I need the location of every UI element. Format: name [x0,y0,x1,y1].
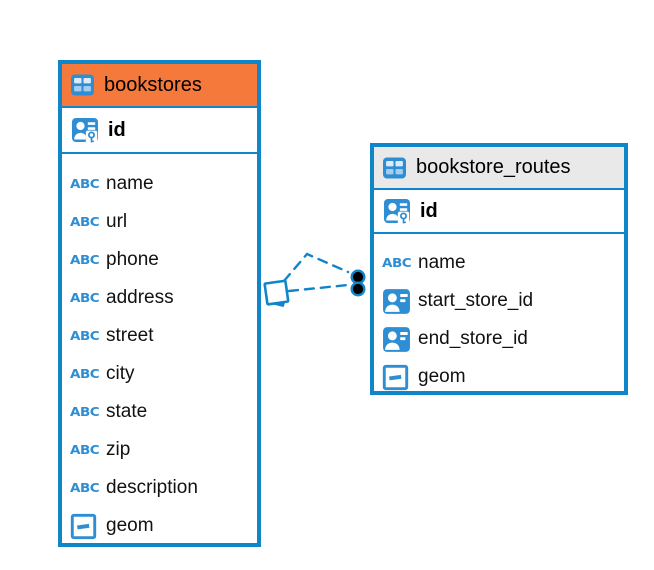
field-name: geom [106,515,154,536]
text-type-icon: ABC [70,366,100,382]
entity-title: bookstores [104,73,202,96]
text-type-icon: ABC [70,290,100,306]
field-name: description [106,477,198,498]
entity-bookstores[interactable]: bookstores id ABC name ABC url ABC phone [58,60,261,547]
text-type-icon: ABC [70,328,100,344]
field-name: name [106,173,154,194]
entity-bookstore-routes-fields: ABC name start_store_id [374,234,624,396]
text-type-icon: ABC [70,404,100,420]
field-name: street [106,325,154,346]
field-row[interactable]: start_store_id [382,282,616,320]
field-row[interactable]: geom [70,507,249,545]
geometry-type-icon [70,513,97,539]
table-icon [383,157,406,178]
fk-line-start-store-id[interactable] [282,252,350,283]
text-type-icon: ABC [382,255,412,271]
field-name: geom [418,366,466,387]
field-name: state [106,401,148,422]
field-name: name [418,252,466,273]
field-name: address [106,287,174,308]
pk-field-name: id [108,118,126,141]
text-type-icon: ABC [70,252,100,268]
foreign-key-icon [383,288,410,314]
geometry-type-icon [382,364,409,390]
field-name: zip [106,439,131,460]
pk-row-id[interactable]: id [62,108,257,154]
field-row[interactable]: ABC phone [70,241,249,279]
field-row[interactable]: geom [382,358,616,396]
field-row[interactable]: ABC address [70,279,249,317]
field-row[interactable]: ABC city [70,355,249,393]
field-row[interactable]: end_store_id [382,320,616,358]
field-row[interactable]: ABC description [70,469,249,507]
field-name: phone [106,249,159,270]
relationship-connector[interactable] [263,252,366,307]
fk-line-end-store-id[interactable] [287,283,350,293]
table-icon [71,74,94,96]
field-row[interactable]: ABC state [70,393,249,431]
field-name: url [106,211,128,232]
field-row[interactable]: ABC zip [70,431,249,469]
entity-title: bookstore_routes [416,156,571,178]
field-name: end_store_id [418,328,528,349]
entity-bookstore-routes-header[interactable]: bookstore_routes [374,147,624,190]
entity-bookstores-fields: ABC name ABC url ABC phone ABC address A… [62,154,257,545]
pk-field-name: id [420,199,438,222]
entity-bookstore-routes[interactable]: bookstore_routes id ABC name [370,143,628,395]
text-type-icon: ABC [70,176,100,192]
pk-row-id[interactable]: id [374,190,624,234]
field-name: start_store_id [418,290,534,311]
foreign-key-icon [383,326,410,352]
relationship-source-marker [263,279,290,307]
relationship-endpoint-dot [350,269,366,285]
text-type-icon: ABC [70,442,100,458]
field-row[interactable]: ABC name [382,244,616,282]
field-name: city [106,363,135,384]
primary-key-icon [72,118,98,144]
primary-key-icon [384,199,410,225]
field-row[interactable]: ABC name [70,165,249,203]
text-type-icon: ABC [70,480,100,496]
relationship-endpoint-dot [350,281,366,297]
text-type-icon: ABC [70,214,100,230]
field-row[interactable]: ABC url [70,203,249,241]
entity-bookstores-header[interactable]: bookstores [62,64,257,108]
field-row[interactable]: ABC street [70,317,249,355]
